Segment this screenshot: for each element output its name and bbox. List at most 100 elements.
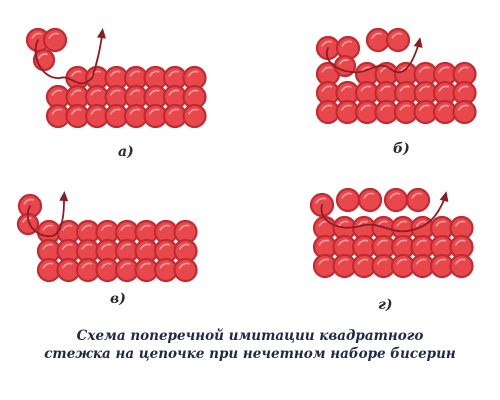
bead-highlight [129,108,141,115]
bead-highlight [42,243,54,250]
bead-highlight [321,104,333,111]
bead-highlight [70,89,82,96]
bead-highlight [139,224,151,231]
bead-highlight [139,262,151,269]
bead-highlight [70,108,82,115]
bead-highlight [418,66,430,73]
thread-path [320,199,445,233]
bead-highlight [90,108,102,115]
bead-highlight [51,89,63,96]
bead-highlight [415,258,427,265]
bead-highlight [340,85,352,92]
arrow-head-icon [413,37,423,48]
thread-path [325,45,419,74]
bead-highlight [187,108,199,115]
bead-highlight [23,198,35,205]
bead-highlight [435,220,447,227]
bead-highlight [31,32,43,39]
panel-c-scheme [16,191,198,283]
bead-highlight [90,89,102,96]
bead-highlight [178,262,190,269]
panel-d-label: г) [378,297,393,313]
bead-highlight [315,197,327,204]
bead-highlight [435,258,447,265]
bead-highlight [109,108,121,115]
bead-highlight [341,192,353,199]
bead-highlight [61,262,73,269]
bead-highlight [371,32,383,39]
bead-highlight [418,104,430,111]
arrow-head-icon [439,191,449,202]
bead-highlight [396,258,408,265]
bead-highlight [457,104,469,111]
bead-highlight [129,70,141,77]
bead-highlight [42,224,54,231]
bead-highlight [168,70,180,77]
bead-highlight [159,224,171,231]
bead-highlight [61,224,73,231]
bead-highlight [457,85,469,92]
bead-highlight [148,108,160,115]
loose-bead [42,27,68,53]
bead-highlight [109,89,121,96]
bead-highlight [100,224,112,231]
loose-bead [365,27,391,53]
bead-highlight [51,108,63,115]
bead-highlight [321,40,333,47]
bead-highlight [457,66,469,73]
bead-highlight [357,220,369,227]
bead-highlight [178,224,190,231]
bead-highlight [139,243,151,250]
bead-highlight [418,85,430,92]
bead-highlight [415,220,427,227]
bead-highlight [438,85,450,92]
panel-b-scheme [315,27,477,125]
thread-path [26,199,65,237]
bead-highlight [168,108,180,115]
bead-highlight [438,104,450,111]
chain-bead [452,99,477,125]
bead-highlight [337,239,349,246]
bead-highlight [187,89,199,96]
bead-highlight [376,239,388,246]
bead-highlight [389,192,401,199]
bead-highlight [148,70,160,77]
bead-highlight [438,66,450,73]
bead-highlight [120,262,132,269]
panel-b-label: б) [393,141,410,157]
bead-highlight [100,262,112,269]
bead-highlight [48,32,60,39]
bead-highlight [363,192,375,199]
panel-a-label: а) [118,144,134,160]
bead-highlight [379,104,391,111]
bead-highlight [100,243,112,250]
bead-highlight [81,243,93,250]
bead-highlight [159,243,171,250]
bead-highlight [454,220,466,227]
bead-highlight [338,59,349,65]
bead-highlight [391,32,403,39]
bead-highlight [70,70,82,77]
bead-highlight [399,104,411,111]
chain-bead [182,103,207,129]
bead-highlight [37,53,48,59]
bead-highlight [399,85,411,92]
bead-highlight [360,85,372,92]
bead-highlight [379,85,391,92]
bead-highlight [148,89,160,96]
chain-bead [449,253,474,279]
bead-highlight [168,89,180,96]
bead-highlight [340,104,352,111]
bead-highlight [61,243,73,250]
bead-highlight [159,262,171,269]
bead-highlight [360,104,372,111]
bead-highlight [90,70,102,77]
bead-highlight [42,262,54,269]
bead-highlight [337,258,349,265]
bead-highlight [396,220,408,227]
panel-d-scheme [309,187,474,279]
bead-highlight [396,239,408,246]
bead-highlight [321,66,333,73]
bead-highlight [415,239,427,246]
panel-a-scheme [25,27,207,129]
